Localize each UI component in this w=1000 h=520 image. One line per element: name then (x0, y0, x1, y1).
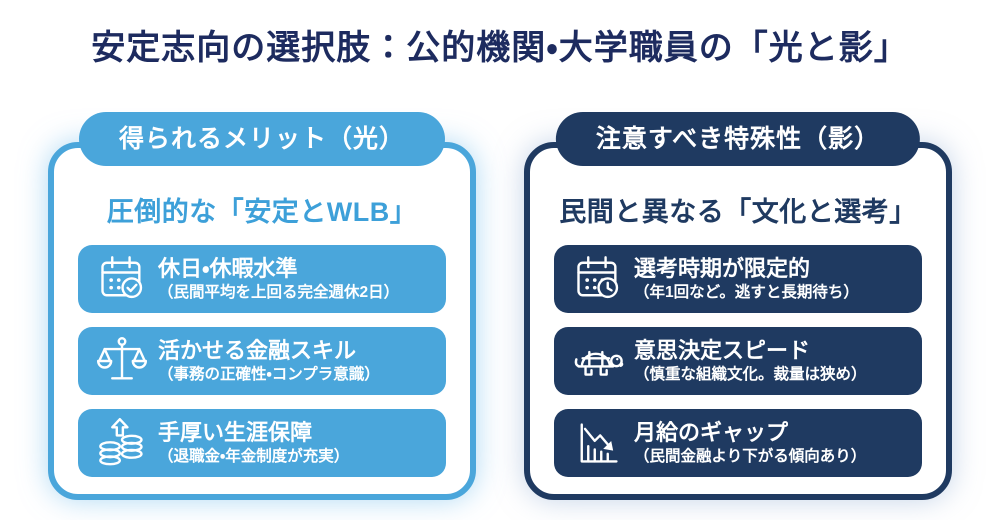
item-title: 手厚い生涯保障 (158, 420, 313, 446)
list-item: 月給のギャップ （民間金融より下がる傾向あり） (554, 409, 922, 477)
item-title: 選考時期が限定的 (634, 256, 811, 282)
item-title: 活かせる金融スキル (158, 338, 357, 364)
caveats-badge: 注意すべき特殊性（影） (555, 112, 921, 166)
item-subtitle: （退職金・年金制度が充実） (158, 447, 350, 465)
turtle-icon (570, 333, 626, 389)
item-subtitle: （年1回など。逃すと長期待ち） (634, 283, 859, 301)
page-title: 安定志向の選択肢：公的機関・大学職員の「光と影」 (91, 29, 909, 67)
list-item: 手厚い生涯保障 （退職金・年金制度が充実） (78, 409, 446, 477)
merits-item-list: 休日・休暇水準 （民間平均を上回る完全週休2日） (54, 229, 470, 477)
balance-scale-icon (94, 333, 150, 389)
calendar-check-icon (94, 251, 150, 307)
caveats-panel: 注意すべき特殊性（影） 民間と異なる「文化と選考」 (524, 112, 952, 500)
list-item: 休日・休暇水準 （民間平均を上回る完全週休2日） (78, 245, 446, 313)
item-title: 月給のギャップ (634, 420, 789, 446)
item-subtitle: （事務の正確性・コンプラ意識） (158, 365, 380, 383)
list-item: 活かせる金融スキル （事務の正確性・コンプラ意識） (78, 327, 446, 395)
item-title: 意思決定スピード (634, 338, 811, 364)
item-subtitle: （慎重な組織文化。裁量は狭め） (634, 365, 867, 383)
declining-chart-icon (570, 415, 626, 471)
merits-heading: 圧倒的な「安定とWLB」 (106, 197, 418, 227)
merits-panel: 得られるメリット（光） 圧倒的な「安定とWLB」 (48, 112, 476, 500)
item-subtitle: （民間平均を上回る完全週休2日） (158, 283, 400, 301)
coins-growth-icon (94, 415, 150, 471)
merits-badge: 得られるメリット（光） (78, 112, 446, 166)
list-item: 意思決定スピード （慎重な組織文化。裁量は狭め） (554, 327, 922, 395)
caveats-heading: 民間と異なる「文化と選考」 (559, 197, 917, 227)
caveats-item-list: 選考時期が限定的 （年1回など。逃すと長期待ち） (530, 229, 946, 477)
item-title: 休日・休暇水準 (158, 256, 298, 282)
item-subtitle: （民間金融より下がる傾向あり） (634, 447, 867, 465)
calendar-clock-icon (570, 251, 626, 307)
list-item: 選考時期が限定的 （年1回など。逃すと長期待ち） (554, 245, 922, 313)
